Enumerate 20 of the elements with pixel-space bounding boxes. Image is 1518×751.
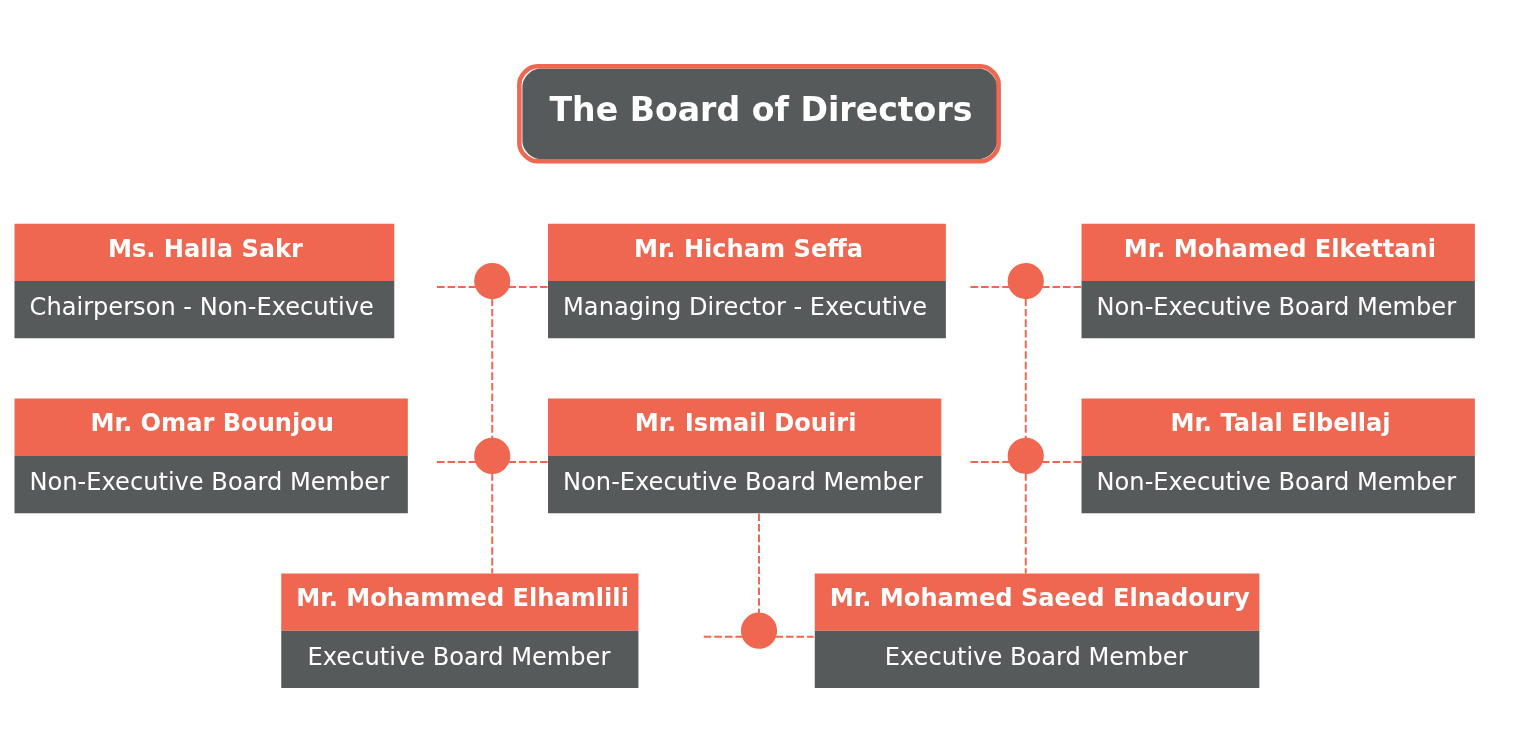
node-circle [1007, 262, 1044, 299]
connector [969, 460, 1011, 463]
connector [774, 635, 815, 638]
connector [1024, 471, 1027, 574]
connector [969, 285, 1011, 288]
node-circle [474, 262, 511, 299]
node-circle [740, 612, 778, 649]
connector [1024, 296, 1027, 439]
connector [507, 285, 549, 288]
connector [1041, 460, 1083, 463]
connector [436, 285, 477, 288]
connector [758, 512, 760, 614]
node-circle [1007, 437, 1044, 474]
connector [702, 635, 744, 638]
connector [491, 471, 494, 574]
connector [1041, 285, 1083, 288]
connector [507, 460, 549, 463]
connector [491, 296, 494, 439]
connector [436, 460, 477, 463]
node-circle [474, 437, 511, 474]
